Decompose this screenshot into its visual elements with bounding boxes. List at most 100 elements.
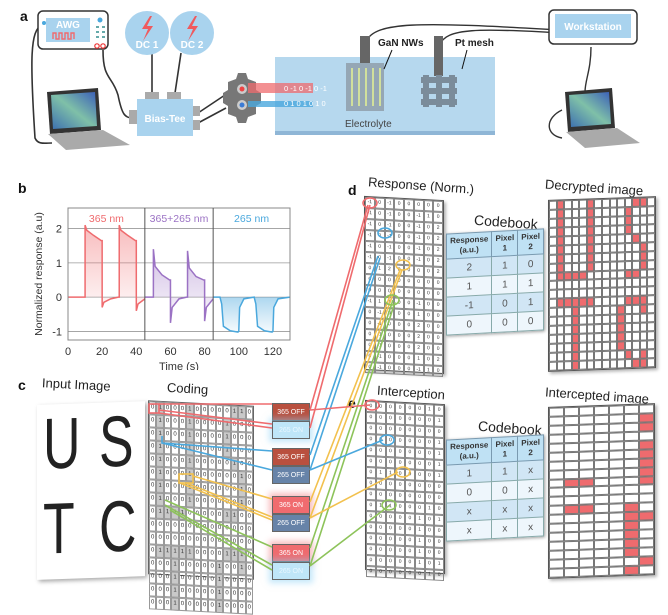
pixel-cell [624, 305, 633, 315]
matrix-cell: 0 [385, 555, 396, 568]
pixel-cell [632, 331, 640, 342]
pixel-cell [632, 197, 640, 207]
matrix-cell: 1 [434, 415, 444, 428]
pixel-cell [556, 325, 565, 335]
coding-cell: 1 [186, 429, 194, 443]
pixel-cell [624, 341, 633, 351]
pixel-cell [571, 316, 580, 326]
matrix-cell: 0 [385, 533, 396, 546]
x-tick-label: 20 [96, 346, 108, 358]
pixel-cell [564, 361, 572, 371]
pixel-cell [617, 198, 625, 208]
coding-cell: 0 [149, 466, 157, 480]
matrix-cell: -1 [365, 251, 375, 264]
coding-cell: 0 [171, 493, 179, 507]
pixel-cell [609, 243, 618, 253]
matrix-cell: 0 [385, 434, 396, 447]
matrix-cell: 0 [374, 285, 385, 297]
coding-cell: 1 [186, 546, 194, 560]
matrix-cell: 0 [375, 522, 386, 534]
matrix-cell: 0 [394, 264, 404, 276]
pixel-cell [624, 287, 633, 297]
coding-cell: 0 [230, 522, 239, 536]
coding-cell: 0 [238, 522, 246, 537]
matrix-cell: 1 [434, 514, 444, 527]
pixel-cell [609, 296, 618, 307]
pixel-cell [632, 242, 640, 252]
lightning-bolt-icon [142, 16, 153, 41]
matrix-cell: 0 [414, 436, 425, 449]
coding-cell: 0 [178, 493, 187, 508]
matrix-cell: 0 [374, 252, 385, 264]
pixel-cell [579, 324, 587, 334]
pixel-cell [594, 351, 602, 361]
matrix-cell: 0 [384, 362, 395, 375]
matrix-cell: 0 [423, 200, 434, 212]
codebook-header: Pixel 1 [491, 436, 518, 463]
matrix-cell: 0 [424, 448, 435, 460]
coding-cell: 0 [193, 598, 201, 612]
matrix-cell: 0 [404, 254, 414, 266]
matrix-cell: 0 [365, 284, 375, 297]
coding-cell: 0 [230, 574, 239, 588]
pixel-cell [602, 288, 610, 298]
pixel-cell [556, 343, 565, 353]
coding-cell: 0 [215, 417, 224, 432]
coding-cell: 1 [186, 481, 194, 495]
matrix-cell: 0 [365, 361, 375, 374]
state-265-off: 265 OFF [272, 514, 310, 532]
matrix-cell: 0 [405, 403, 415, 415]
coding-cell: 1 [186, 455, 194, 469]
uv-365-beam [248, 83, 313, 93]
coding-cell: 1 [163, 506, 172, 520]
matrix-cell: 0 [374, 241, 385, 253]
uv-265-beam [248, 101, 313, 107]
matrix-cell: 0 [424, 481, 435, 493]
matrix-cell: 0 [434, 547, 444, 560]
coding-cell: 1 [163, 545, 172, 559]
codebook-cell: x [517, 516, 544, 538]
y-tick-label: 1 [56, 258, 62, 270]
codebook-header: Pixel 2 [517, 434, 544, 462]
matrix-cell: 0 [424, 415, 435, 427]
pixel-cell [609, 350, 618, 360]
coding-cell: 0 [193, 455, 201, 469]
matrix-cell: -1 [365, 240, 375, 253]
coding-cell: 1 [178, 506, 187, 521]
matrix-cell: 0 [394, 297, 404, 309]
matrix-cell: 0 [413, 287, 424, 300]
pixel-cell [549, 307, 557, 318]
coding-cell: 0 [178, 480, 187, 495]
gan-nws-label: GaN NWs [378, 38, 424, 49]
pixel-cell [556, 253, 565, 264]
pixel-cell [549, 361, 557, 371]
decrypted-image [548, 196, 656, 372]
pixel-cell [639, 215, 648, 225]
matrix-cell: 0 [395, 446, 405, 458]
pixel-cell [647, 268, 655, 278]
matrix-cell: 0 [375, 478, 386, 490]
matrix-cell: 2 [384, 263, 395, 276]
pixel-cell [549, 254, 557, 264]
matrix-cell: 0 [434, 569, 444, 582]
pixel-cell [624, 206, 633, 217]
coding-cell: 0 [223, 457, 231, 471]
coding-cell: 0 [208, 599, 216, 613]
coding-cell: 0 [163, 454, 172, 468]
matrix-cell: 0 [395, 501, 405, 513]
pixel-cell [571, 271, 580, 281]
pixel-cell [594, 342, 602, 352]
pixel-cell [617, 296, 625, 306]
awg-label: AWG [56, 20, 80, 31]
coding-cell: 1 [230, 405, 239, 419]
pixel-cell [564, 316, 572, 326]
coding-cell: 1 [230, 548, 239, 562]
matrix-cell: 0 [404, 320, 414, 332]
codebook-cell: -1 [446, 294, 492, 317]
coding-cell: 0 [200, 494, 209, 509]
matrix-cell: 0 [375, 401, 386, 413]
pixel-cell [647, 250, 655, 260]
codebook-cell: x [517, 459, 544, 481]
dc2-source: DC 2 [170, 11, 214, 55]
